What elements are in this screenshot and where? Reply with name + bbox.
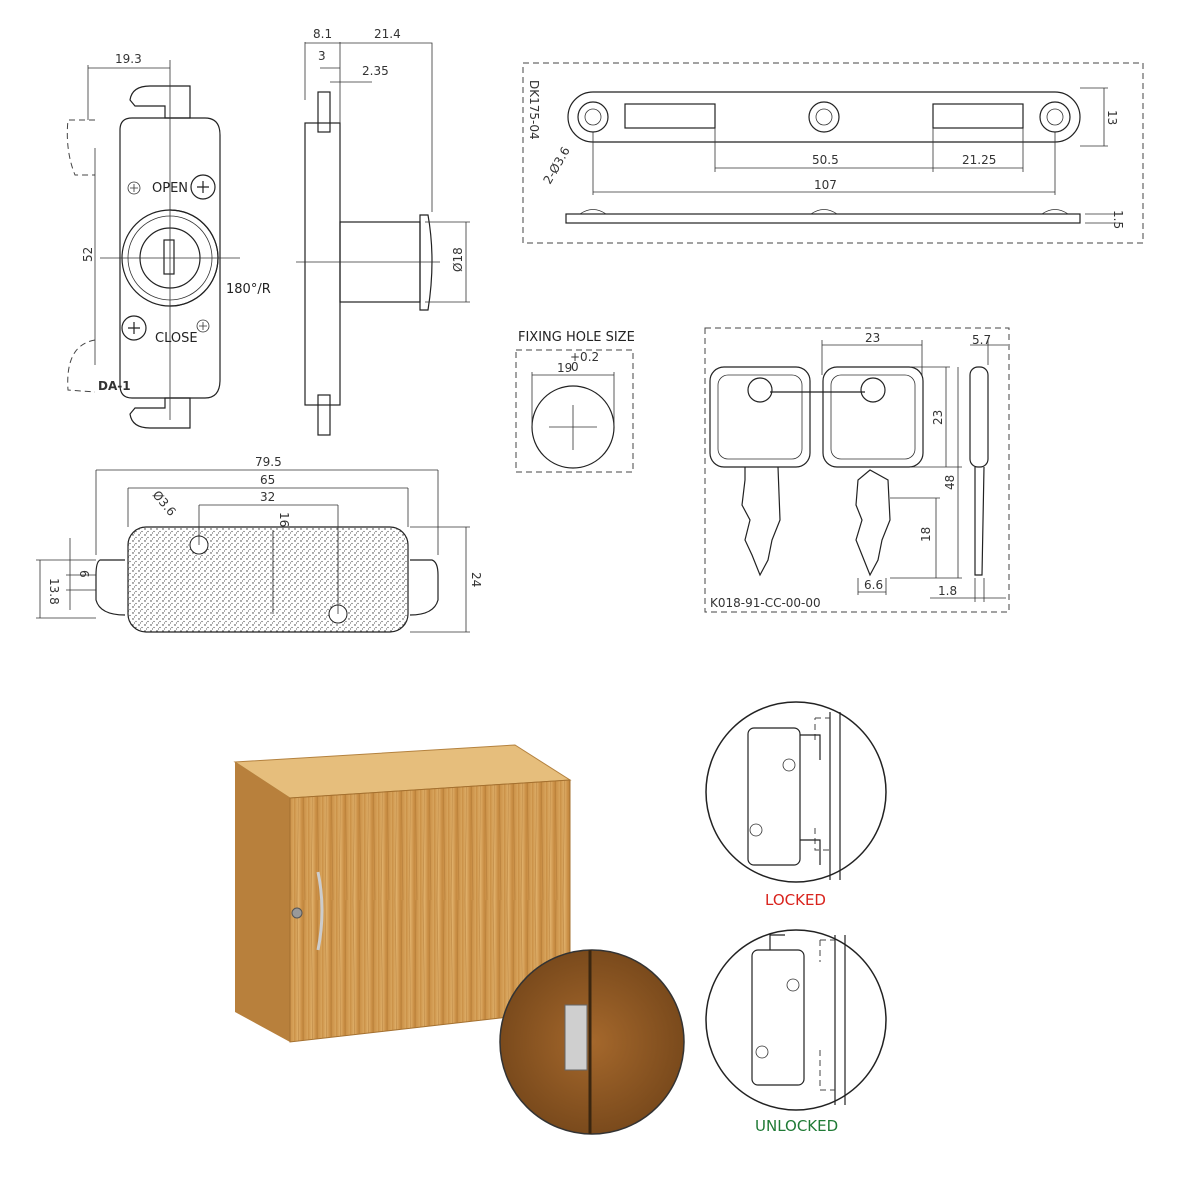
key-dim-1-8: 1.8 — [938, 584, 957, 598]
dim-24: 24 — [469, 572, 483, 587]
dim-32: 32 — [260, 490, 275, 504]
dim-6: 6 — [77, 570, 91, 578]
dim-21-4: 21.4 — [374, 27, 401, 41]
dim-107: 107 — [814, 178, 837, 192]
key-dim-5-7: 5.7 — [972, 333, 991, 347]
fixing-hole-upper-tol: +0.2 — [570, 350, 599, 364]
dim-19-3: 19.3 — [115, 52, 142, 66]
fixing-hole-lower-tol: 0 — [571, 360, 579, 374]
fixing-hole-nominal: 19 — [557, 361, 572, 375]
lock-front-view: 19.3 52 OPEN CLOSE 180°/R DA-1 — [66, 52, 271, 429]
unlocked-detail: UNLOCKED — [705, 929, 887, 1135]
fixing-hole-view: FIXING HOLE SIZE 19 +0.2 0 — [515, 330, 635, 473]
dim-16: 16 — [277, 512, 291, 527]
keys-view: 23 5.7 23 48 18 6.6 1.8 K018-91-CC-00-00 — [704, 327, 1010, 613]
dim-13-8: 13.8 — [47, 578, 61, 605]
dim-21-25: 21.25 — [962, 153, 996, 167]
rotation-label: 180°/R — [226, 282, 271, 297]
key-dim-23b: 23 — [931, 410, 945, 425]
close-label: CLOSE — [155, 331, 198, 346]
dim-13: 13 — [1105, 110, 1119, 125]
dim-65: 65 — [260, 473, 275, 487]
holes-dim: 2-Ø3.6 — [540, 144, 572, 186]
lock-back-view: 79.5 65 32 Ø3.6 16 6 13.8 24 — [36, 455, 483, 633]
locked-label: LOCKED — [765, 891, 826, 909]
model-tag: DA-1 — [98, 379, 131, 393]
key-dim-6-6: 6.6 — [864, 578, 883, 592]
lock-side-view: 8.1 21.4 3 2.35 Ø18 — [296, 27, 470, 436]
dim-1-5: 1.5 — [1111, 210, 1125, 229]
fixing-hole-title: FIXING HOLE SIZE — [518, 330, 635, 345]
open-label: OPEN — [152, 181, 188, 196]
dim-diameter-18: Ø18 — [451, 247, 465, 272]
cabinet-illustration — [233, 744, 685, 1135]
locked-detail: LOCKED — [705, 701, 887, 909]
strike-plate-view: 13 50.5 21.25 107 1.5 DK175-04 2-Ø3.6 — [522, 62, 1144, 244]
key-dim-23a: 23 — [865, 331, 880, 345]
dim-hole-3-6: Ø3.6 — [150, 488, 179, 519]
dim-8-1: 8.1 — [313, 27, 332, 41]
dim-79-5: 79.5 — [255, 455, 282, 469]
dim-52: 52 — [81, 247, 95, 262]
strike-plate-code: DK175-04 — [527, 80, 541, 140]
key-code: K018-91-CC-00-00 — [710, 596, 821, 610]
dim-2-35: 2.35 — [362, 64, 389, 78]
dim-3: 3 — [318, 49, 326, 63]
dim-50-5: 50.5 — [812, 153, 839, 167]
key-dim-18: 18 — [919, 527, 933, 542]
key-dim-48: 48 — [943, 475, 957, 490]
unlocked-label: UNLOCKED — [755, 1117, 838, 1135]
